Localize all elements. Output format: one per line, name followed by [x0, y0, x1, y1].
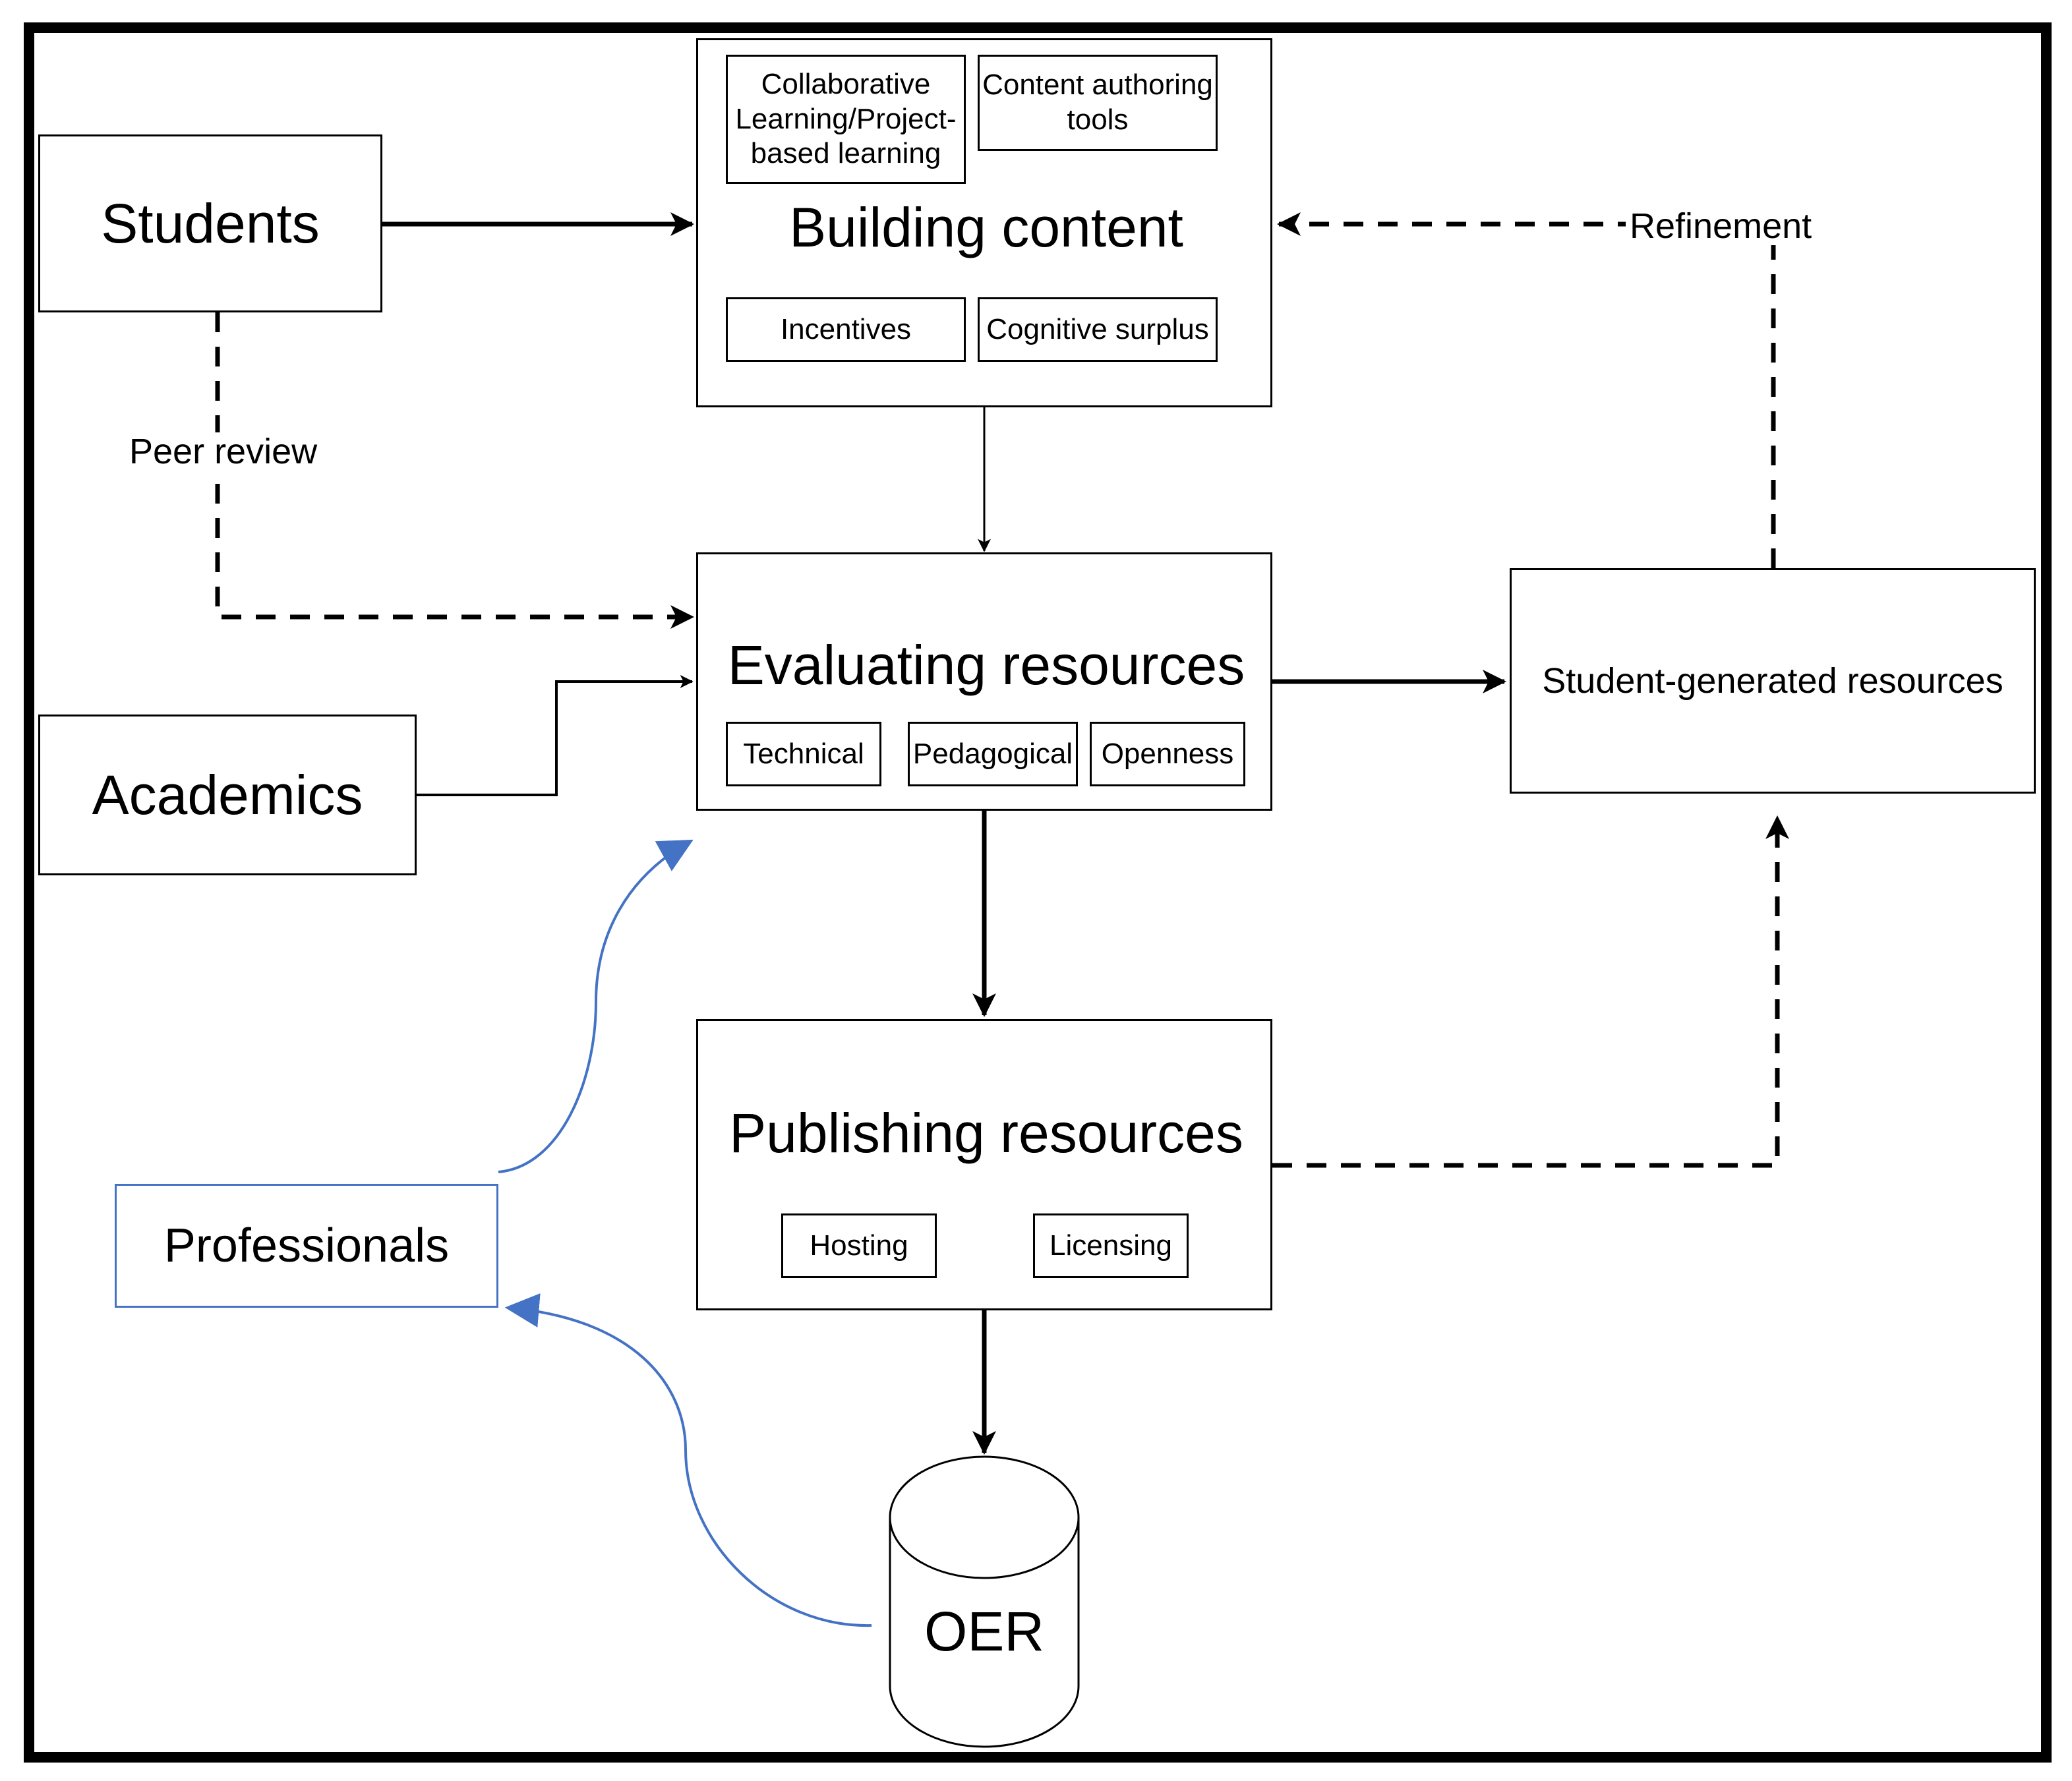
factor-content-authoring-tools: Content authoring tools [978, 55, 1218, 151]
refinement-label: Refinement [1626, 207, 1816, 245]
publishing-resources-title: Publishing resources [729, 1101, 1243, 1164]
factor-pedagogical: Pedagogical [908, 722, 1078, 786]
student-generated-resources-node: Student-generated resources [1510, 568, 2036, 794]
edge-publishing-student-generated [1272, 815, 1789, 1168]
factor-collaborative-learning: Collaborative Learning/Project- based le… [726, 55, 966, 184]
edge-peer-review [215, 312, 694, 629]
evaluating-resources-node: Evaluating resources Technical Pedagogic… [696, 552, 1272, 811]
professionals-label: Professionals [163, 1219, 450, 1272]
publishing-resources-node: Publishing resources Hosting Licensing [696, 1019, 1272, 1310]
factor-incentives: Incentives [726, 297, 966, 362]
factor-cognitive-surplus: Cognitive surplus [978, 297, 1218, 362]
factor-openness: Openness [1090, 722, 1245, 786]
academics-node: Academics [38, 715, 417, 875]
professionals-node: Professionals [115, 1184, 498, 1308]
oer-label: OER [924, 1600, 1045, 1662]
peer-review-label: Peer review [125, 432, 322, 471]
academics-label: Academics [92, 763, 363, 826]
outer-frame [24, 22, 2052, 1763]
student-generated-resources-label: Student-generated resources [1542, 660, 2003, 701]
edge-professionals-evaluating [498, 839, 694, 1173]
factor-hosting: Hosting [781, 1213, 937, 1278]
students-label: Students [101, 192, 320, 254]
students-node: Students [38, 134, 382, 312]
edge-oer-professionals [504, 1293, 872, 1627]
evaluating-resources-title: Evaluating resources [727, 633, 1245, 696]
oer-cylinder [889, 1455, 1080, 1748]
building-content-title: Building content [789, 196, 1183, 258]
edge-academics-evaluating [417, 675, 694, 796]
factor-licensing: Licensing [1033, 1213, 1189, 1278]
building-content-node: Collaborative Learning/Project- based le… [696, 38, 1272, 407]
edge-refinement [1277, 212, 1776, 568]
factor-technical: Technical [726, 722, 881, 786]
